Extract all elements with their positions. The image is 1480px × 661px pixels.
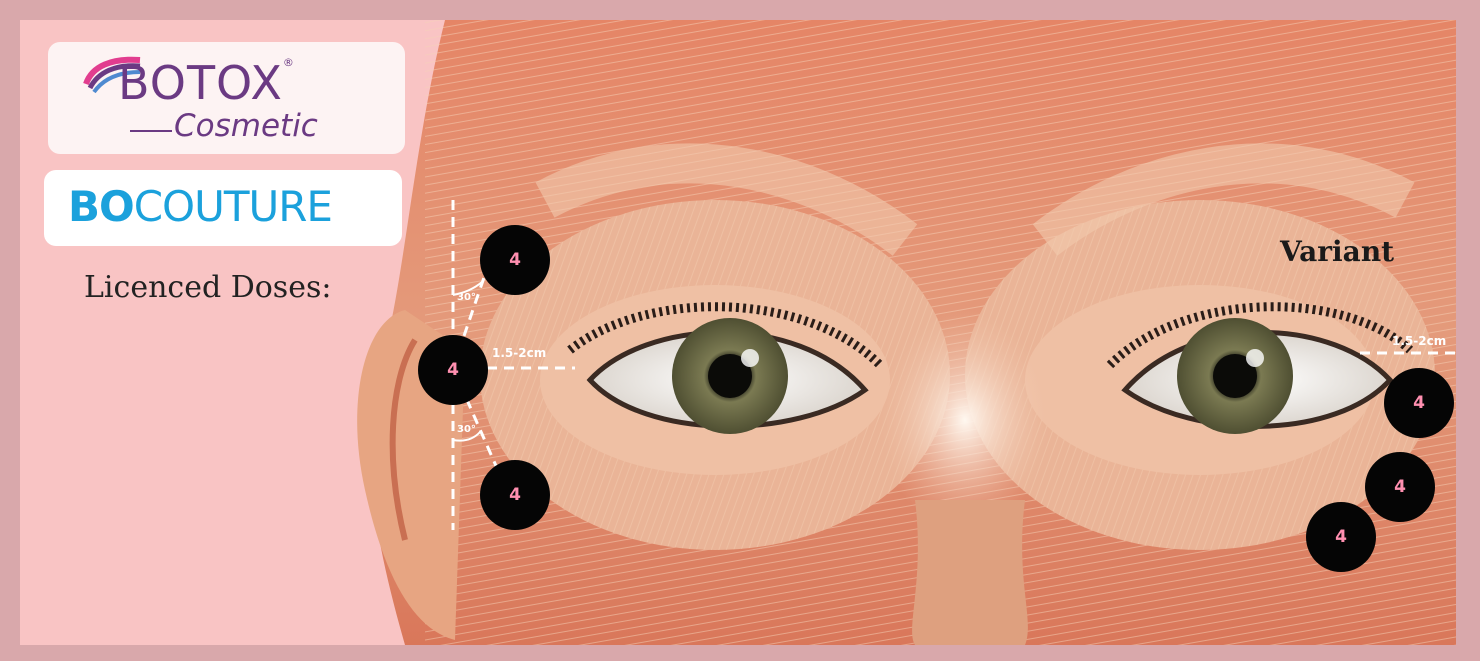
left-upper-angle-label: 30° bbox=[457, 292, 476, 303]
left-lower-angle-label: 30° bbox=[457, 424, 476, 435]
cosmetic-rule bbox=[130, 130, 172, 132]
bocouture-logo: BOCOUTURE bbox=[44, 170, 402, 246]
cosmetic-wordmark: Cosmetic bbox=[174, 108, 318, 144]
right-middle-dose: 4 bbox=[1365, 452, 1435, 522]
diagram-panel: BOTOX® Cosmetic BOCOUTURE Licenced Doses… bbox=[20, 20, 1456, 645]
facial-muscle-illustration bbox=[345, 20, 1456, 645]
right-lower-dose: 4 bbox=[1306, 502, 1376, 572]
left-distance-label: 1.5-2cm bbox=[492, 346, 546, 360]
right-distance-label: 1.5-2cm bbox=[1392, 334, 1446, 348]
botox-wordmark: BOTOX® bbox=[118, 56, 295, 110]
left-middle-dose: 4 bbox=[418, 335, 488, 405]
botox-cosmetic-logo: BOTOX® Cosmetic bbox=[48, 42, 405, 154]
right-upper-dose: 4 bbox=[1384, 368, 1454, 438]
licenced-doses-heading: Licenced Doses: bbox=[84, 270, 331, 305]
bocouture-wordmark: BOCOUTURE bbox=[68, 182, 332, 231]
left-upper-dose: 4 bbox=[480, 225, 550, 295]
left-lower-dose: 4 bbox=[480, 460, 550, 530]
variant-label: Variant bbox=[1280, 235, 1394, 268]
